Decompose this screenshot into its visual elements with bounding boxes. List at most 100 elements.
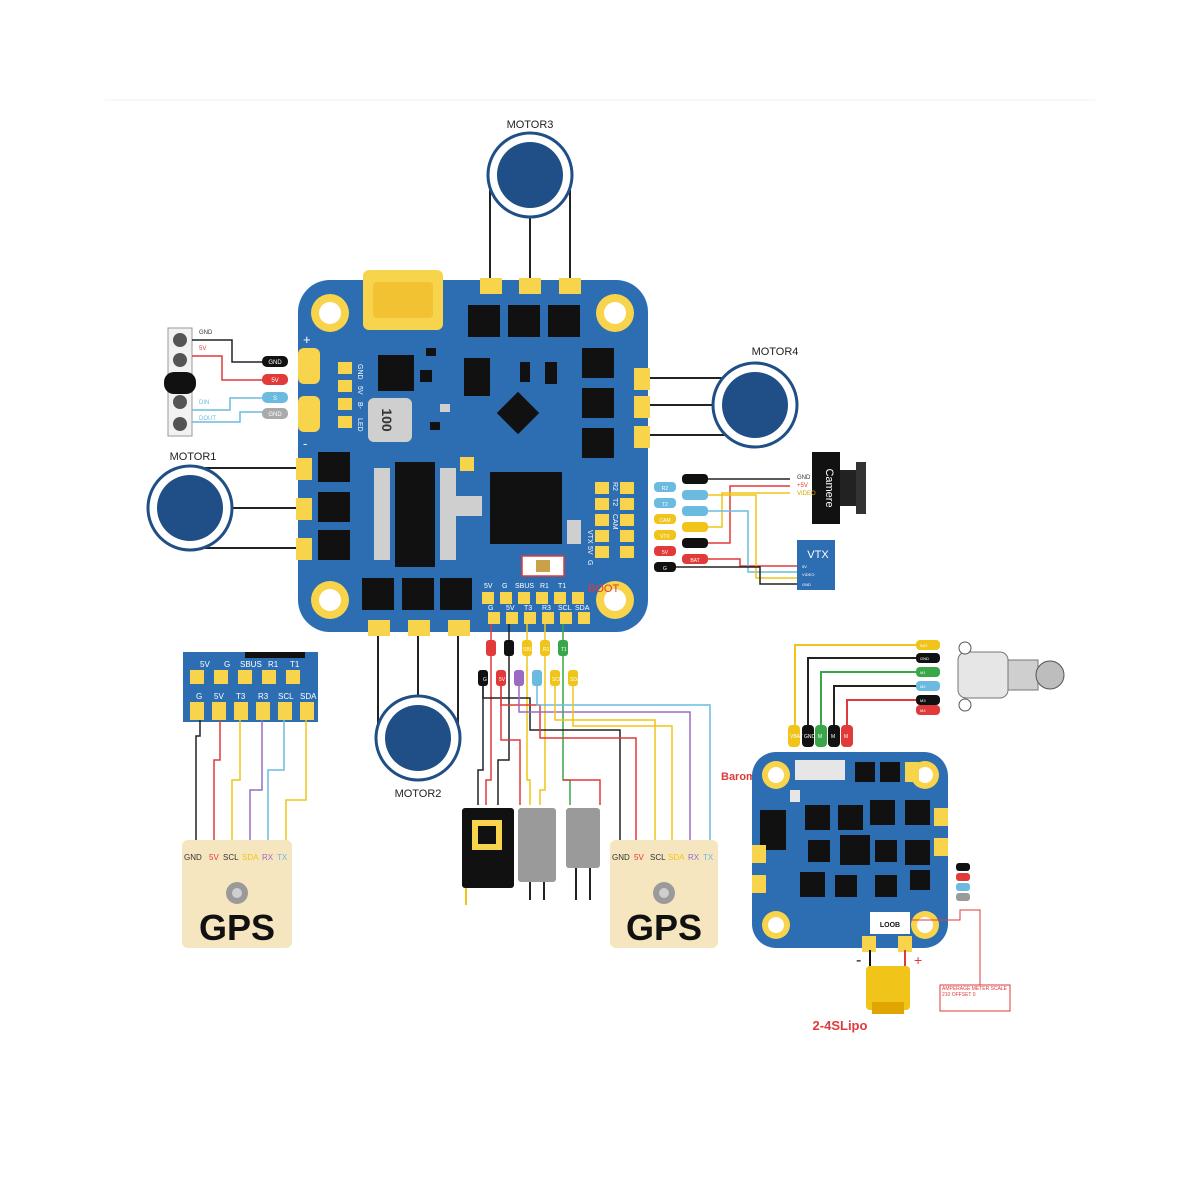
led-pin-dout: DOUT bbox=[199, 416, 216, 422]
gps-left-pin-gnd: GND bbox=[184, 853, 202, 862]
led-module: GND 5V DIN DOUT GND 5V S GND bbox=[164, 327, 288, 437]
gps-left-bot-t3: T3 bbox=[236, 692, 246, 701]
fc-bottom-pad-t1: T1 bbox=[558, 583, 566, 590]
motor3: MOTOR3 bbox=[486, 119, 574, 282]
gps-left-bot-sda: SDA bbox=[300, 692, 317, 701]
battery-label: 2-4SLipo bbox=[813, 1018, 868, 1033]
esc-wire-m1: M bbox=[818, 734, 822, 740]
gps-left-top-t1: T1 bbox=[290, 660, 300, 669]
rx-wire-r1: R1 bbox=[543, 647, 550, 653]
camera-wire-5v: +5V bbox=[797, 483, 808, 489]
esc-conn-gnd: GND bbox=[920, 656, 929, 661]
vtx-pin-5v: 5V bbox=[802, 564, 807, 569]
rx-wire-scl: SCL bbox=[552, 677, 562, 683]
camera-label: Camere bbox=[823, 468, 835, 507]
fc-bottom2-pad-5v: 5V bbox=[506, 605, 515, 612]
motor2: MOTOR2 bbox=[374, 632, 462, 800]
motor2-label: MOTOR2 bbox=[395, 788, 442, 800]
led-pin-5v: 5V bbox=[199, 346, 206, 352]
fc-bottom-pad-sbus: SBUS bbox=[515, 583, 534, 590]
gps-left-pin-sda: SDA bbox=[242, 853, 259, 862]
gps-left-pin-scl: SCL bbox=[223, 853, 239, 862]
fc-pad-5v: 5V bbox=[356, 386, 363, 395]
fc-pad-gnd: GND bbox=[356, 364, 363, 380]
camera-wire-gnd: GND bbox=[797, 475, 811, 481]
led-wire-gnd2: GND bbox=[268, 412, 282, 418]
gps-right-pin-5v: 5V bbox=[634, 853, 644, 862]
motor1: MOTOR1 bbox=[146, 451, 300, 552]
flight-controller-board: + - 100 bbox=[296, 270, 650, 636]
motor4: MOTOR4 bbox=[648, 346, 799, 449]
led-wire-5v: 5V bbox=[271, 378, 278, 384]
vtx-wire-r2: R2 bbox=[662, 486, 669, 492]
esc-wire-m3: M bbox=[844, 734, 848, 740]
vtx-wire-bat: BAT bbox=[690, 558, 699, 564]
esc-conn-m2: M2 bbox=[920, 684, 926, 689]
fc-pad-led: LED bbox=[356, 418, 363, 432]
gps-left-top-r1: R1 bbox=[268, 660, 279, 669]
esc-conn-m1: M1 bbox=[920, 670, 926, 675]
esc-wire-vbat: VBAT bbox=[790, 734, 803, 740]
rx-wire-sda: SDA bbox=[570, 677, 581, 683]
vtx-wire-vtx: VTX bbox=[660, 534, 670, 540]
esc-board: BAT GND M1 M2 M3 M4 VBAT GND M M M Barom… bbox=[721, 640, 1065, 1033]
fc-right-pad-r2: R2 bbox=[611, 482, 618, 491]
led-pin-gnd: GND bbox=[199, 330, 213, 336]
gps-right-pin-sda: SDA bbox=[668, 853, 685, 862]
fc-bottom2-pad-sda: SDA bbox=[575, 605, 590, 612]
gps-left-pin-tx: TX bbox=[277, 853, 288, 862]
rx-wire-t1: T1 bbox=[561, 647, 567, 653]
esc-wire-gnd: GND bbox=[804, 734, 816, 740]
fc-pad-labels: GND 5V B- LED 5V G SBUS R1 T1 G 5V T3 R3… bbox=[356, 364, 618, 612]
vtx-pin-video: VIDEO bbox=[802, 572, 814, 577]
gps-right-label: GPS bbox=[626, 907, 702, 948]
vtx-wire-cam: CAM bbox=[659, 518, 670, 524]
gps-left-label: GPS bbox=[199, 907, 275, 948]
gps-left-bot-scl: SCL bbox=[278, 692, 294, 701]
receiver-wiring: G 5V SBUS R1 T1 SCL SDA bbox=[462, 624, 711, 905]
gps-left-bot-g: G bbox=[196, 692, 202, 701]
svg-text:+: + bbox=[303, 332, 311, 347]
fc-right-pad-5v: 5V bbox=[586, 546, 593, 555]
esc-wire-m2: M bbox=[831, 734, 835, 740]
gps-left-bot-5v: 5V bbox=[214, 692, 224, 701]
gps-right-pin-tx: TX bbox=[703, 853, 714, 862]
gps-left-top-sbus: SBUS bbox=[240, 660, 262, 669]
led-wire-s: S bbox=[273, 396, 277, 402]
gps-left: 5V G SBUS R1 T1 G 5V T3 R3 SCL SDA GND 5… bbox=[182, 652, 318, 948]
vtx-label: VTX bbox=[807, 549, 829, 561]
rx-wire-sbus: SBUS bbox=[523, 647, 537, 653]
camera-wire-video: VIDEO bbox=[797, 491, 816, 497]
vtx-wire-5v: 5V bbox=[662, 550, 669, 556]
fc-right-pad-vtx: VTX bbox=[586, 530, 593, 544]
led-wire-gnd: GND bbox=[268, 360, 282, 366]
current-meter-label: AMPERAGE METER SCALE 210 OFFSET 0 bbox=[942, 986, 1008, 998]
esc-conn-m3: M3 bbox=[920, 698, 926, 703]
gps-left-top-g: G bbox=[224, 660, 230, 669]
motor4-label: MOTOR4 bbox=[752, 346, 799, 358]
fc-bottom-pad-g: G bbox=[502, 583, 507, 590]
fc-right-pad-g: G bbox=[586, 560, 593, 565]
esc-chip-label: LOOB bbox=[880, 922, 900, 929]
fc-bottom2-pad-t3: T3 bbox=[524, 605, 532, 612]
esc-conn-m4: M4 bbox=[920, 708, 926, 713]
chip-label: 100 bbox=[379, 408, 395, 432]
vtx-wire-t2: T2 bbox=[662, 502, 668, 508]
motor1-label: MOTOR1 bbox=[170, 451, 217, 463]
fc-bottom2-pad-r3: R3 bbox=[542, 605, 551, 612]
vtx-wire-g: G bbox=[663, 566, 667, 572]
fc-right-pad-cam: CAM bbox=[611, 514, 618, 530]
svg-text:-: - bbox=[303, 436, 307, 451]
fc-pad-bminus: B- bbox=[356, 402, 363, 410]
gps-right: GND 5V SCL SDA RX TX GPS bbox=[610, 840, 718, 948]
battery-minus: - bbox=[856, 952, 861, 969]
gps-left-top-5v: 5V bbox=[200, 660, 210, 669]
gps-right-pin-gnd: GND bbox=[612, 853, 630, 862]
fc-bottom2-pad-scl: SCL bbox=[558, 605, 572, 612]
gps-left-pin-5v: 5V bbox=[209, 853, 219, 862]
gps-right-pin-scl: SCL bbox=[650, 853, 666, 862]
camera-vtx-wiring: R2 T2 CAM VTX 5V G BAT Camere GND +5V VI… bbox=[654, 452, 866, 590]
fc-right-pad-t2: T2 bbox=[611, 498, 618, 506]
boot-label: BOOT bbox=[588, 583, 619, 595]
